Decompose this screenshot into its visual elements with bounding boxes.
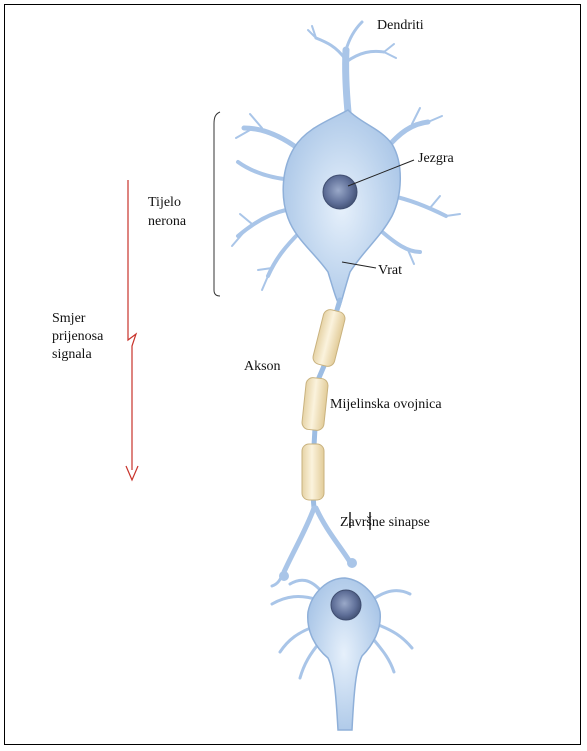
label-nucleus: Jezgra [418,150,454,167]
signal-direction-arrow [126,180,138,480]
label-signal-direction-3: signala [52,346,92,363]
label-axon: Akson [244,358,281,375]
cell-body-bracket [214,112,220,296]
label-terminal-synapses: Završne sinapse [340,514,430,531]
target-nucleus [331,590,361,620]
label-signal-direction-2: prijenosa [52,328,103,345]
label-myelin-sheath: Mijelinska ovojnica [330,396,442,413]
label-cell-body-1: Tijelo [148,194,181,211]
nucleus-shape [323,175,357,209]
label-signal-direction-1: Smjer [52,310,85,327]
label-cell-body-2: nerona [148,213,186,230]
label-dendrites: Dendriti [377,17,424,34]
label-neck: Vrat [378,262,402,279]
